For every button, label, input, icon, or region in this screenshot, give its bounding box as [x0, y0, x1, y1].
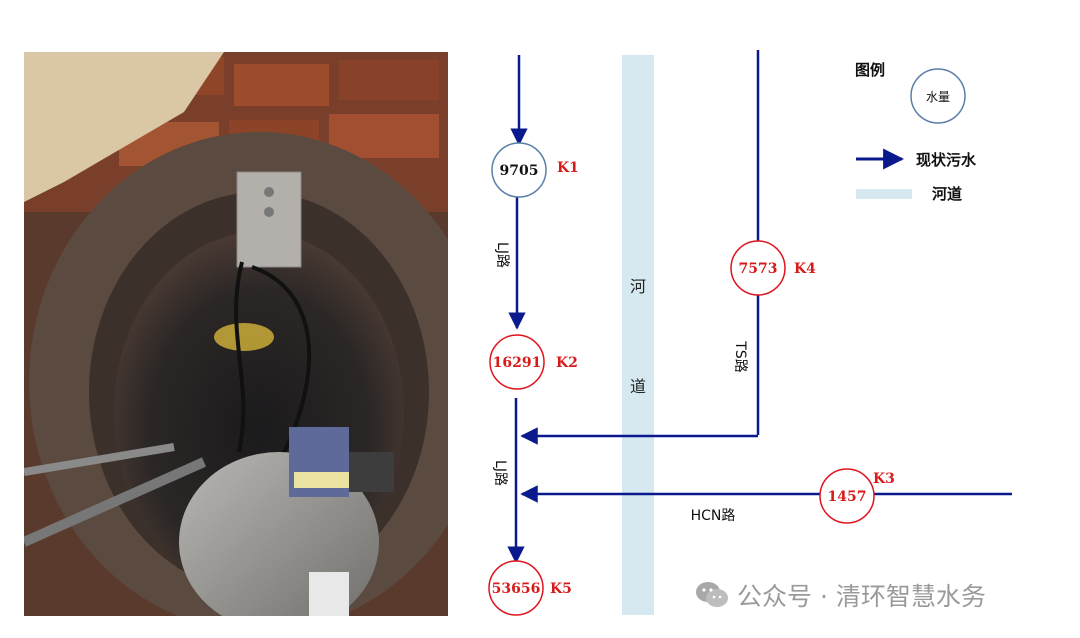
node-k1-id: K1	[557, 160, 579, 176]
manhole-photo-illustration	[24, 52, 448, 616]
legend-river-label: 河道	[932, 185, 962, 203]
node-k5-circle	[488, 560, 544, 616]
node-k2-value: 16291	[493, 355, 542, 371]
node-k5-id: K5	[550, 581, 572, 597]
wechat-icon	[696, 582, 728, 607]
node-k1-circle	[491, 142, 547, 198]
legend-node-label: 水量	[926, 90, 950, 104]
node-k3-id: K3	[873, 471, 895, 487]
node-k4-value: 7573	[739, 261, 778, 277]
sewer-pipes	[507, 50, 1012, 564]
road-label-lj-upper: LJ路	[494, 242, 510, 268]
watermark: 公众号 · 清环智慧水务	[695, 578, 986, 612]
manhole-photo	[24, 52, 448, 616]
node-k3-circle	[819, 468, 875, 524]
node-k5-value: 53656	[492, 581, 541, 597]
road-label-ts: TS路	[732, 340, 748, 372]
road-label-lj-lower: LJ路	[492, 460, 508, 486]
legend-node-circle	[910, 68, 966, 124]
node-k3-value: 1457	[828, 489, 867, 505]
node-k2-circle	[489, 334, 545, 390]
river-band	[622, 55, 654, 615]
river-label-bottom: 道	[630, 377, 646, 396]
legend-river-swatch	[856, 189, 912, 199]
river-label-top: 河	[630, 277, 646, 296]
node-k4-circle	[730, 240, 786, 296]
legend: 图例 水量 现状污水 河道	[855, 61, 977, 203]
node-k4-id: K4	[794, 261, 816, 277]
watermark-text: 公众号 · 清环智慧水务	[737, 582, 986, 611]
node-k2-id: K2	[556, 355, 578, 371]
node-k1-value: 9705	[500, 163, 539, 179]
legend-title: 图例	[855, 61, 885, 79]
legend-pipe-label: 现状污水	[916, 151, 977, 169]
road-label-hcn: HCN路	[691, 508, 736, 524]
